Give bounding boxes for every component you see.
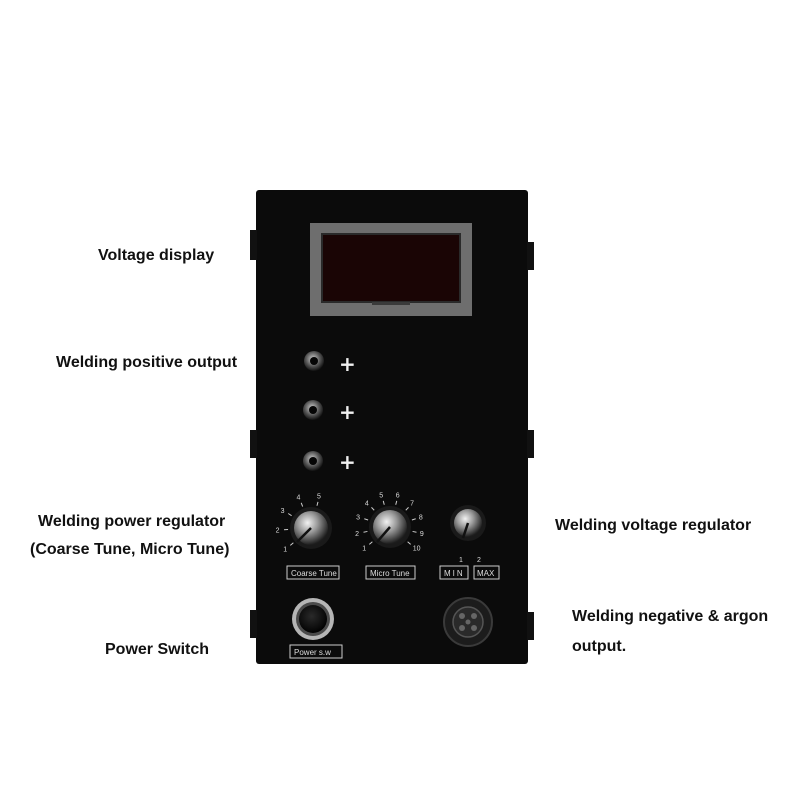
- micro-tune-tick-label: 9: [420, 531, 424, 538]
- coarse-tune-tick-label: 5: [317, 494, 321, 501]
- micro-tune-tick-mark: [407, 541, 412, 545]
- max-label-box: [473, 565, 500, 580]
- side-bolt-right-bottom: [527, 612, 534, 640]
- voltage-display-screen: [321, 233, 461, 303]
- coarse-tune-tick-label: 4: [297, 495, 301, 502]
- coarse-tune-label: Coarse Tune: [291, 569, 337, 578]
- plus-sign-1: +: [339, 352, 356, 376]
- micro-tune-tick-mark: [395, 500, 398, 505]
- voltage-tick-1: 1: [459, 557, 463, 564]
- negative-argon-callout-line2: output.: [572, 638, 627, 655]
- min-label-box: [439, 565, 469, 580]
- micro-tune-label: Micro Tune: [370, 569, 410, 578]
- micro-tune-tick-label: 3: [356, 514, 360, 521]
- power-regulator-callout-line2: (Coarse Tune, Micro Tune): [30, 541, 230, 558]
- micro-tune-tick-label: 1: [362, 546, 366, 553]
- power-switch-label: Power s.w: [294, 648, 331, 657]
- positive-output-jack-1[interactable]: [304, 351, 324, 371]
- coarse-tune-tick-mark: [289, 542, 294, 546]
- side-bolt-left-top: [250, 230, 257, 260]
- micro-tune-tick-mark: [363, 530, 368, 533]
- coarse-tune-knob[interactable]: [290, 507, 332, 549]
- positive-output-callout: Welding positive output: [56, 354, 238, 371]
- coarse-tune-tick-label: 1: [283, 547, 287, 554]
- micro-tune-tick-label: 7: [410, 500, 414, 507]
- micro-tune-tick-label: 4: [365, 500, 369, 507]
- micro-tune-tick-mark: [368, 541, 373, 545]
- micro-tune-tick-label: 5: [379, 493, 383, 500]
- positive-output-jack-3[interactable]: [303, 451, 323, 471]
- micro-tune-tick-label: 2: [355, 531, 359, 538]
- coarse-tune-tick-mark: [300, 502, 304, 507]
- micro-tune-tick-label: 8: [419, 514, 423, 521]
- micro-tune-tick-mark: [371, 507, 375, 511]
- positive-output-jack-2[interactable]: [303, 400, 323, 420]
- voltage-regulator-callout: Welding voltage regulator: [555, 517, 752, 534]
- side-bolt-left-bottom: [250, 610, 257, 638]
- side-bolt-right-mid: [527, 430, 534, 458]
- negative-argon-callout-line1: Welding negative & argon: [572, 608, 769, 625]
- min-label: MIN: [444, 569, 465, 578]
- plus-sign-2: +: [339, 400, 356, 424]
- micro-tune-tick-mark: [382, 500, 385, 505]
- voltage-display-callout: Voltage display: [98, 247, 215, 264]
- coarse-tune-tick-mark: [287, 513, 292, 517]
- power-switch-label-box: [289, 644, 343, 659]
- coarse-tune-tick-label: 2: [276, 528, 280, 535]
- power-regulator-callout-line1: Welding power regulator: [38, 513, 226, 530]
- micro-tune-tick-mark: [411, 518, 416, 521]
- max-label: MAX: [477, 569, 495, 578]
- micro-tune-knob[interactable]: [369, 506, 411, 548]
- side-bolt-left-mid: [250, 430, 257, 458]
- micro-tune-tick-mark: [405, 507, 409, 511]
- micro-tune-label-box: [365, 565, 416, 580]
- coarse-tune-scale: 1 2 3 4 5: [276, 494, 321, 554]
- display-notch: [372, 302, 410, 305]
- micro-tune-tick-mark: [412, 530, 417, 533]
- plus-sign-3: +: [339, 450, 356, 474]
- micro-tune-tick-mark: [364, 518, 369, 521]
- negative-argon-connector[interactable]: [443, 597, 493, 647]
- coarse-tune-tick-mark: [316, 501, 319, 506]
- micro-tune-tick-label: 10: [413, 546, 421, 553]
- coarse-tune-tick-label: 3: [281, 508, 285, 515]
- coarse-tune-label-box: [286, 565, 340, 580]
- side-bolt-right-top: [527, 242, 534, 270]
- power-switch-button[interactable]: [292, 598, 334, 640]
- voltage-tick-2: 2: [477, 557, 481, 564]
- power-switch-callout: Power Switch: [105, 641, 210, 658]
- voltage-regulator-knob[interactable]: [450, 505, 486, 541]
- micro-tune-tick-label: 6: [396, 493, 400, 500]
